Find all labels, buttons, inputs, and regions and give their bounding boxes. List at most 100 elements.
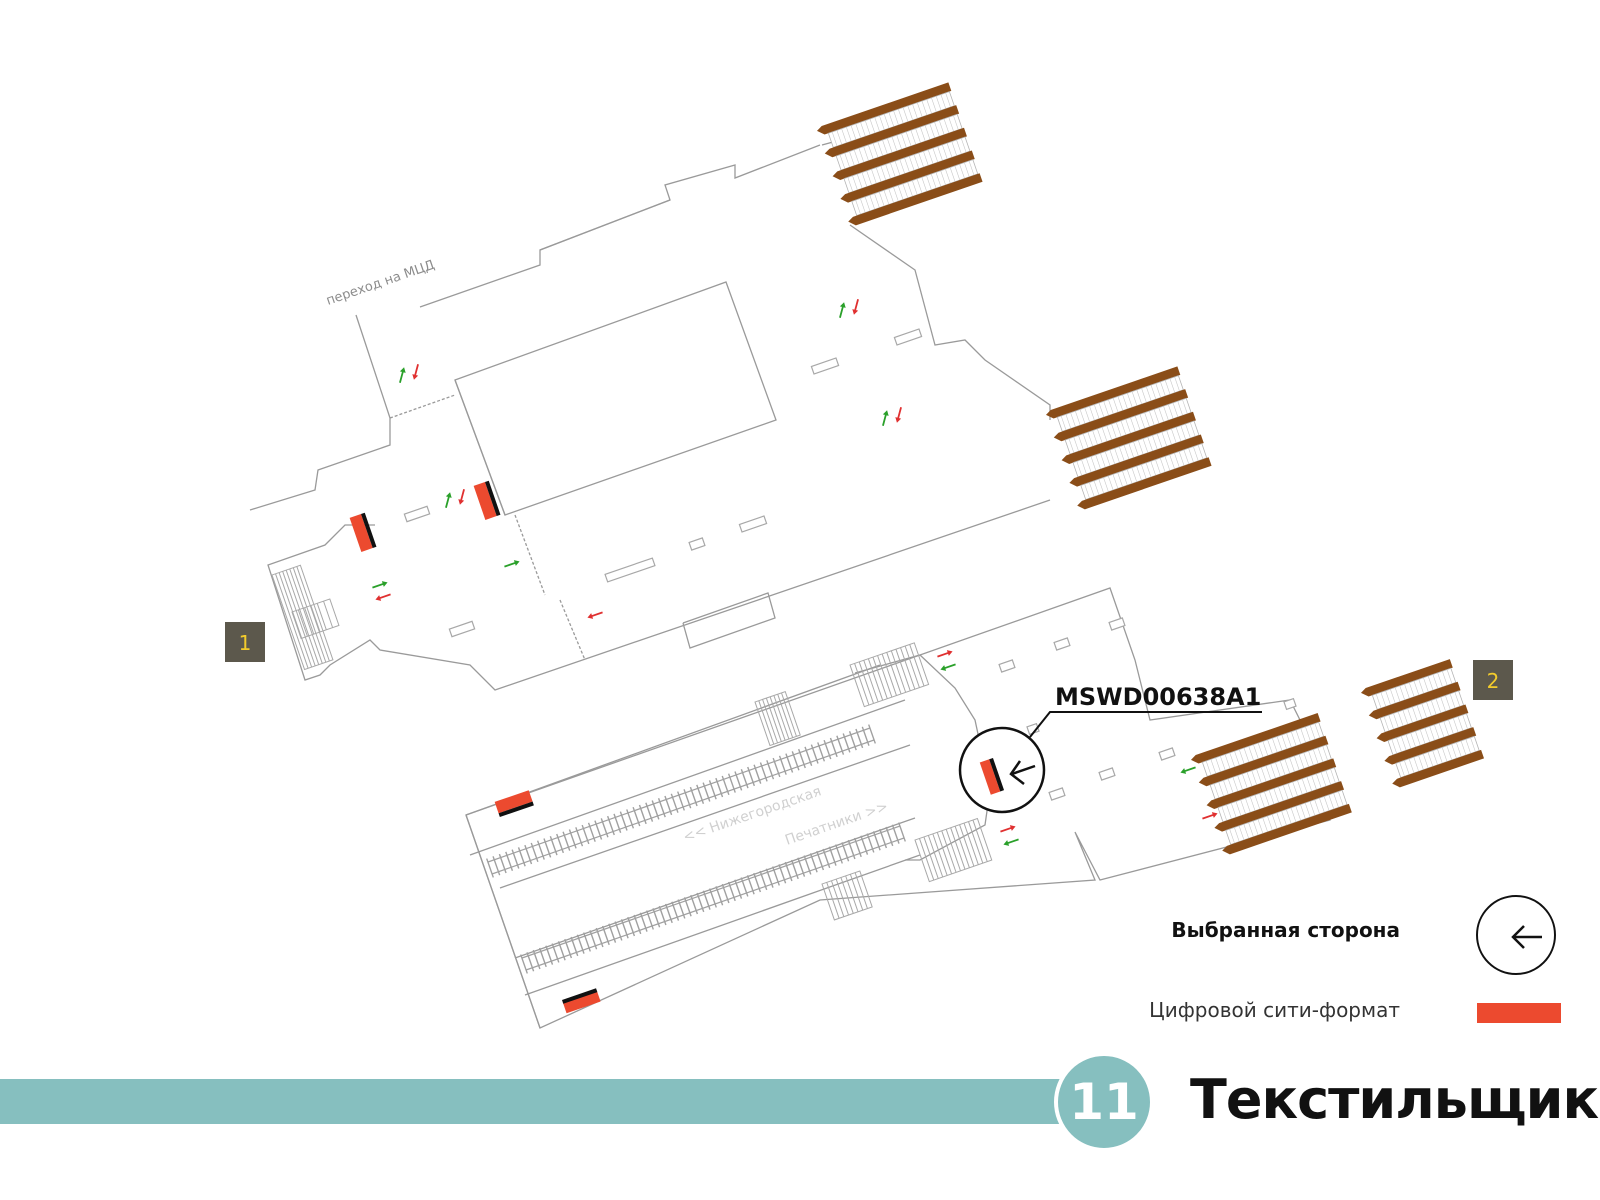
rail-tie — [543, 838, 552, 858]
rail-tie — [766, 760, 775, 780]
rail-tie — [778, 755, 787, 775]
rail-tie — [570, 936, 579, 957]
digital-panel[interactable] — [494, 790, 534, 818]
escalator-bank — [816, 82, 983, 226]
rail-tie — [677, 899, 686, 919]
exit-number-2: 2 — [1487, 669, 1500, 693]
rail-tie — [632, 806, 641, 827]
rail-tie — [872, 831, 881, 851]
stairs — [271, 564, 993, 921]
rail-tie — [847, 839, 856, 860]
arrow-left-icon — [1511, 925, 1542, 949]
rail-tie — [721, 883, 730, 904]
flow-arrow-icon — [587, 611, 603, 619]
rail-tie — [891, 824, 900, 844]
rail-tie — [816, 850, 825, 871]
rail-tie — [690, 894, 699, 915]
legend-digital-format-swatch — [1477, 1003, 1561, 1023]
rail-tie — [492, 856, 501, 876]
flow-arrow-icon — [895, 407, 902, 423]
rail-tie — [545, 945, 554, 965]
rail-tie — [868, 724, 876, 744]
rail-tie — [589, 930, 598, 950]
rail-tie — [817, 742, 826, 762]
rail-tie — [532, 949, 541, 970]
flow-arrow-icon — [1180, 766, 1196, 774]
rail-tie — [721, 775, 730, 796]
rail-tie — [595, 927, 604, 948]
rail-tie — [709, 888, 717, 908]
rail-tie — [627, 916, 636, 937]
rail-tie — [790, 859, 799, 880]
rail-tie — [524, 844, 533, 865]
rail-tie — [664, 903, 673, 924]
rail-tie — [600, 818, 609, 838]
upper-vestibule-outline — [249, 109, 1051, 691]
rail-tie — [740, 877, 749, 897]
rail-tie — [530, 842, 539, 863]
flow-arrow-icon — [399, 367, 406, 383]
rail-tie — [505, 851, 514, 871]
rail-tie — [670, 793, 679, 813]
selected-panel-marker[interactable] — [958, 711, 1262, 814]
rail-tie — [581, 824, 590, 845]
rail-tie — [778, 864, 787, 884]
rail-tie — [828, 846, 837, 866]
flow-arrow-icon — [940, 663, 956, 671]
rail-tie — [791, 751, 800, 771]
rail-tie — [601, 925, 610, 946]
track-upper-ties — [486, 724, 876, 878]
rail-tie — [715, 777, 724, 798]
flow-arrow-icon — [937, 650, 953, 658]
rail-tie — [551, 943, 560, 963]
rail-tie — [633, 914, 642, 935]
rail-tie — [797, 748, 806, 769]
rail-tie — [753, 872, 762, 893]
rail-tie — [823, 739, 832, 760]
rail-tie — [646, 910, 654, 930]
station-name: Текстильщики — [1190, 1068, 1600, 1131]
rail-tie — [486, 858, 494, 878]
rail-tie — [734, 771, 743, 791]
rail-tie — [606, 815, 615, 836]
digital-panel[interactable] — [561, 988, 601, 1014]
track-lower-ties — [520, 822, 906, 974]
rail-tie — [657, 798, 666, 818]
rail-tie — [708, 780, 717, 800]
rail-tie — [677, 791, 685, 811]
rail-tie — [803, 855, 812, 875]
rail-tie — [853, 837, 862, 858]
rail-tie — [683, 789, 692, 809]
rail-tie — [734, 879, 743, 899]
rail-tie — [715, 886, 724, 906]
flow-arrow-icon — [504, 560, 520, 568]
rail-tie — [536, 840, 545, 860]
line-number-badge: 11 — [1054, 1052, 1154, 1152]
rail-tie — [804, 746, 813, 767]
rail-tie — [784, 861, 793, 882]
rail-tie — [898, 822, 906, 842]
flow-arrow-icon — [839, 302, 846, 318]
rail-tie — [556, 833, 565, 854]
transfer-label: переход на МЦД — [324, 258, 436, 309]
rail-tie — [511, 849, 520, 869]
rail-tie — [747, 766, 756, 787]
rail-tie — [498, 853, 507, 874]
digital-panel[interactable] — [473, 480, 501, 520]
flow-arrow-icon — [372, 581, 388, 589]
stair-block — [821, 870, 873, 921]
escalator-bank — [1045, 366, 1212, 510]
escalator-bank — [1190, 713, 1352, 855]
rail-tie — [613, 813, 622, 834]
flow-arrow-icon — [458, 489, 465, 505]
flow-arrow-icon — [852, 299, 859, 315]
rail-tie — [861, 726, 870, 746]
rail-tie — [772, 866, 780, 886]
rail-tie — [520, 954, 528, 974]
rail-tie — [671, 901, 680, 921]
digital-panel[interactable] — [349, 512, 377, 552]
rail-tie — [829, 737, 838, 758]
rail-tie — [842, 733, 851, 753]
rail-tie — [576, 934, 585, 954]
